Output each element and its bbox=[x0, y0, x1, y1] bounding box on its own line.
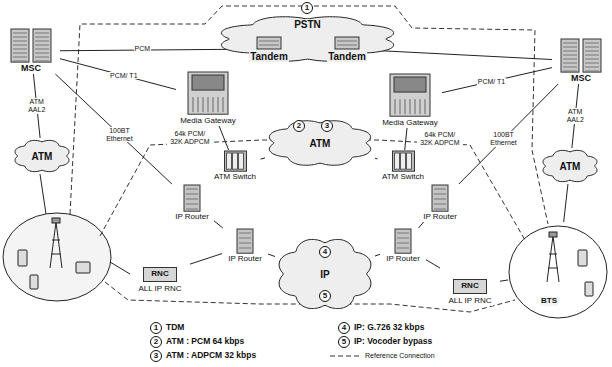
rnc-box: RNC ALL IP RNC bbox=[130, 254, 190, 294]
legend-entry: ATM : PCM 64 kbps bbox=[166, 336, 244, 346]
node-label: MSC bbox=[570, 74, 592, 84]
mobile-phone bbox=[578, 250, 593, 296]
legend-entry: Reference Connection bbox=[330, 352, 435, 359]
tandem-switch: Tandem bbox=[243, 36, 295, 62]
connector-line bbox=[373, 50, 552, 59]
msc-switch: MSC bbox=[2, 28, 60, 74]
connector-label: 100BT Ethernet bbox=[486, 131, 522, 146]
connector-line bbox=[261, 158, 266, 159]
legend-text: ATM : PCM 64 kbps bbox=[166, 336, 244, 346]
connector-label: 64k PCM/ 32K ADPCM bbox=[417, 131, 463, 146]
legend-text: IP: Vocoder bypass bbox=[354, 336, 432, 346]
node-label: BTS bbox=[540, 297, 558, 306]
atm-switch: ATM Switch bbox=[210, 150, 261, 182]
node-label: IP Router bbox=[227, 255, 263, 264]
node-label: IP Router bbox=[422, 213, 458, 222]
bts-cell: BTS bbox=[508, 222, 608, 322]
connector-line bbox=[418, 222, 423, 228]
connector-line bbox=[500, 280, 508, 281]
ip-router: IP Router bbox=[170, 184, 214, 222]
node-label: RNC bbox=[453, 279, 486, 294]
legend-entry: TDM bbox=[166, 322, 184, 332]
node-label: Media Gateway bbox=[381, 119, 439, 128]
callout-number: 5 bbox=[319, 290, 331, 302]
connector-line bbox=[375, 158, 378, 160]
antenna-tower bbox=[547, 232, 559, 282]
node-label: PSTN bbox=[293, 19, 322, 30]
ip-router: IP Router bbox=[222, 228, 268, 264]
legend-text: TDM bbox=[166, 322, 184, 332]
legend-text: ATM : ADPCM 32 kbps bbox=[166, 350, 256, 360]
connector-line bbox=[55, 74, 172, 184]
node-label: MSC bbox=[20, 64, 42, 74]
media-gateway: Media Gateway bbox=[176, 70, 240, 126]
connector-line bbox=[268, 254, 275, 256]
connector-line bbox=[405, 128, 407, 150]
node-label: ATM bbox=[309, 138, 332, 149]
reference-connection bbox=[70, 6, 548, 312]
callout-number: 3 bbox=[150, 350, 162, 362]
callout-number: 2 bbox=[150, 336, 162, 348]
connector-label: PCM/ T1 bbox=[109, 72, 139, 80]
connector-label: 100BT Ethernet bbox=[101, 127, 137, 142]
callout-number: 1 bbox=[150, 322, 162, 334]
callout-number: 5 bbox=[338, 336, 350, 348]
node-label: ALL IP RNC bbox=[447, 297, 492, 306]
node-label: ATM Switch bbox=[213, 173, 257, 182]
callout-number: 4 bbox=[338, 322, 350, 334]
node-label: IP Router bbox=[385, 255, 421, 264]
connector-line bbox=[190, 254, 222, 265]
callout-number: 3 bbox=[321, 120, 333, 132]
legend-text: IP: G.726 32 kbps bbox=[354, 322, 424, 332]
node-label: ATM Switch bbox=[381, 173, 425, 182]
connector-line bbox=[375, 254, 380, 256]
antenna-tower bbox=[50, 218, 62, 268]
connector-label: ATM AAL2 bbox=[21, 98, 53, 113]
connector-line bbox=[442, 68, 552, 93]
connector-label: ATM AAL2 bbox=[559, 108, 591, 123]
node-label: RNC bbox=[143, 267, 176, 282]
legend-line-sample bbox=[330, 353, 360, 359]
mobile-phone bbox=[18, 250, 90, 289]
connector-line bbox=[564, 184, 568, 222]
cell-site bbox=[3, 213, 111, 301]
connector-line bbox=[60, 59, 176, 90]
atm-switch: ATM Switch bbox=[378, 150, 429, 182]
ip-router: IP Router bbox=[380, 228, 426, 264]
msc-switch: MSC bbox=[552, 38, 610, 84]
node-label: Media Gateway bbox=[179, 117, 237, 126]
node-label: ATM bbox=[559, 161, 582, 172]
callout-number: 1 bbox=[301, 2, 313, 14]
connector-line bbox=[214, 221, 223, 228]
pstn-cloud: PSTN Tandem Tandem bbox=[215, 14, 400, 64]
node-label: ATM bbox=[31, 151, 54, 162]
node-label: ALL IP RNC bbox=[137, 285, 182, 294]
callout-number: 2 bbox=[293, 120, 305, 132]
connector-label: PCM bbox=[134, 45, 152, 53]
ip-router: IP Router bbox=[418, 184, 462, 222]
legend-text: Reference Connection bbox=[365, 352, 435, 359]
legend-entry: IP: Vocoder bypass bbox=[354, 336, 432, 346]
legend-entry: ATM : ADPCM 32 kbps bbox=[166, 350, 256, 360]
node-label: Tandem bbox=[327, 51, 367, 62]
connector-label: PCM/ T1 bbox=[477, 78, 507, 86]
connector-label: 64k PCM/ 32K ADPCM bbox=[167, 130, 213, 145]
atm-cloud: ATM bbox=[12, 138, 72, 174]
connector-line bbox=[426, 260, 440, 268]
node-outline bbox=[508, 222, 608, 322]
legend-entry: IP: G.726 32 kbps bbox=[354, 322, 424, 332]
atm-cloud: ATM bbox=[540, 148, 600, 184]
tandem-switch: Tandem bbox=[321, 36, 373, 62]
node-label: Tandem bbox=[249, 51, 289, 62]
wire bbox=[40, 174, 130, 274]
callout-number: 4 bbox=[319, 246, 331, 258]
node-label: IP bbox=[319, 269, 330, 280]
connector-line bbox=[60, 49, 243, 51]
node-label: IP Router bbox=[174, 213, 210, 222]
atm-cloud: ATM bbox=[265, 118, 375, 168]
connector-line bbox=[219, 126, 229, 150]
rnc-box: RNC ALL IP RNC bbox=[440, 266, 500, 306]
media-gateway: Media Gateway bbox=[378, 72, 442, 128]
